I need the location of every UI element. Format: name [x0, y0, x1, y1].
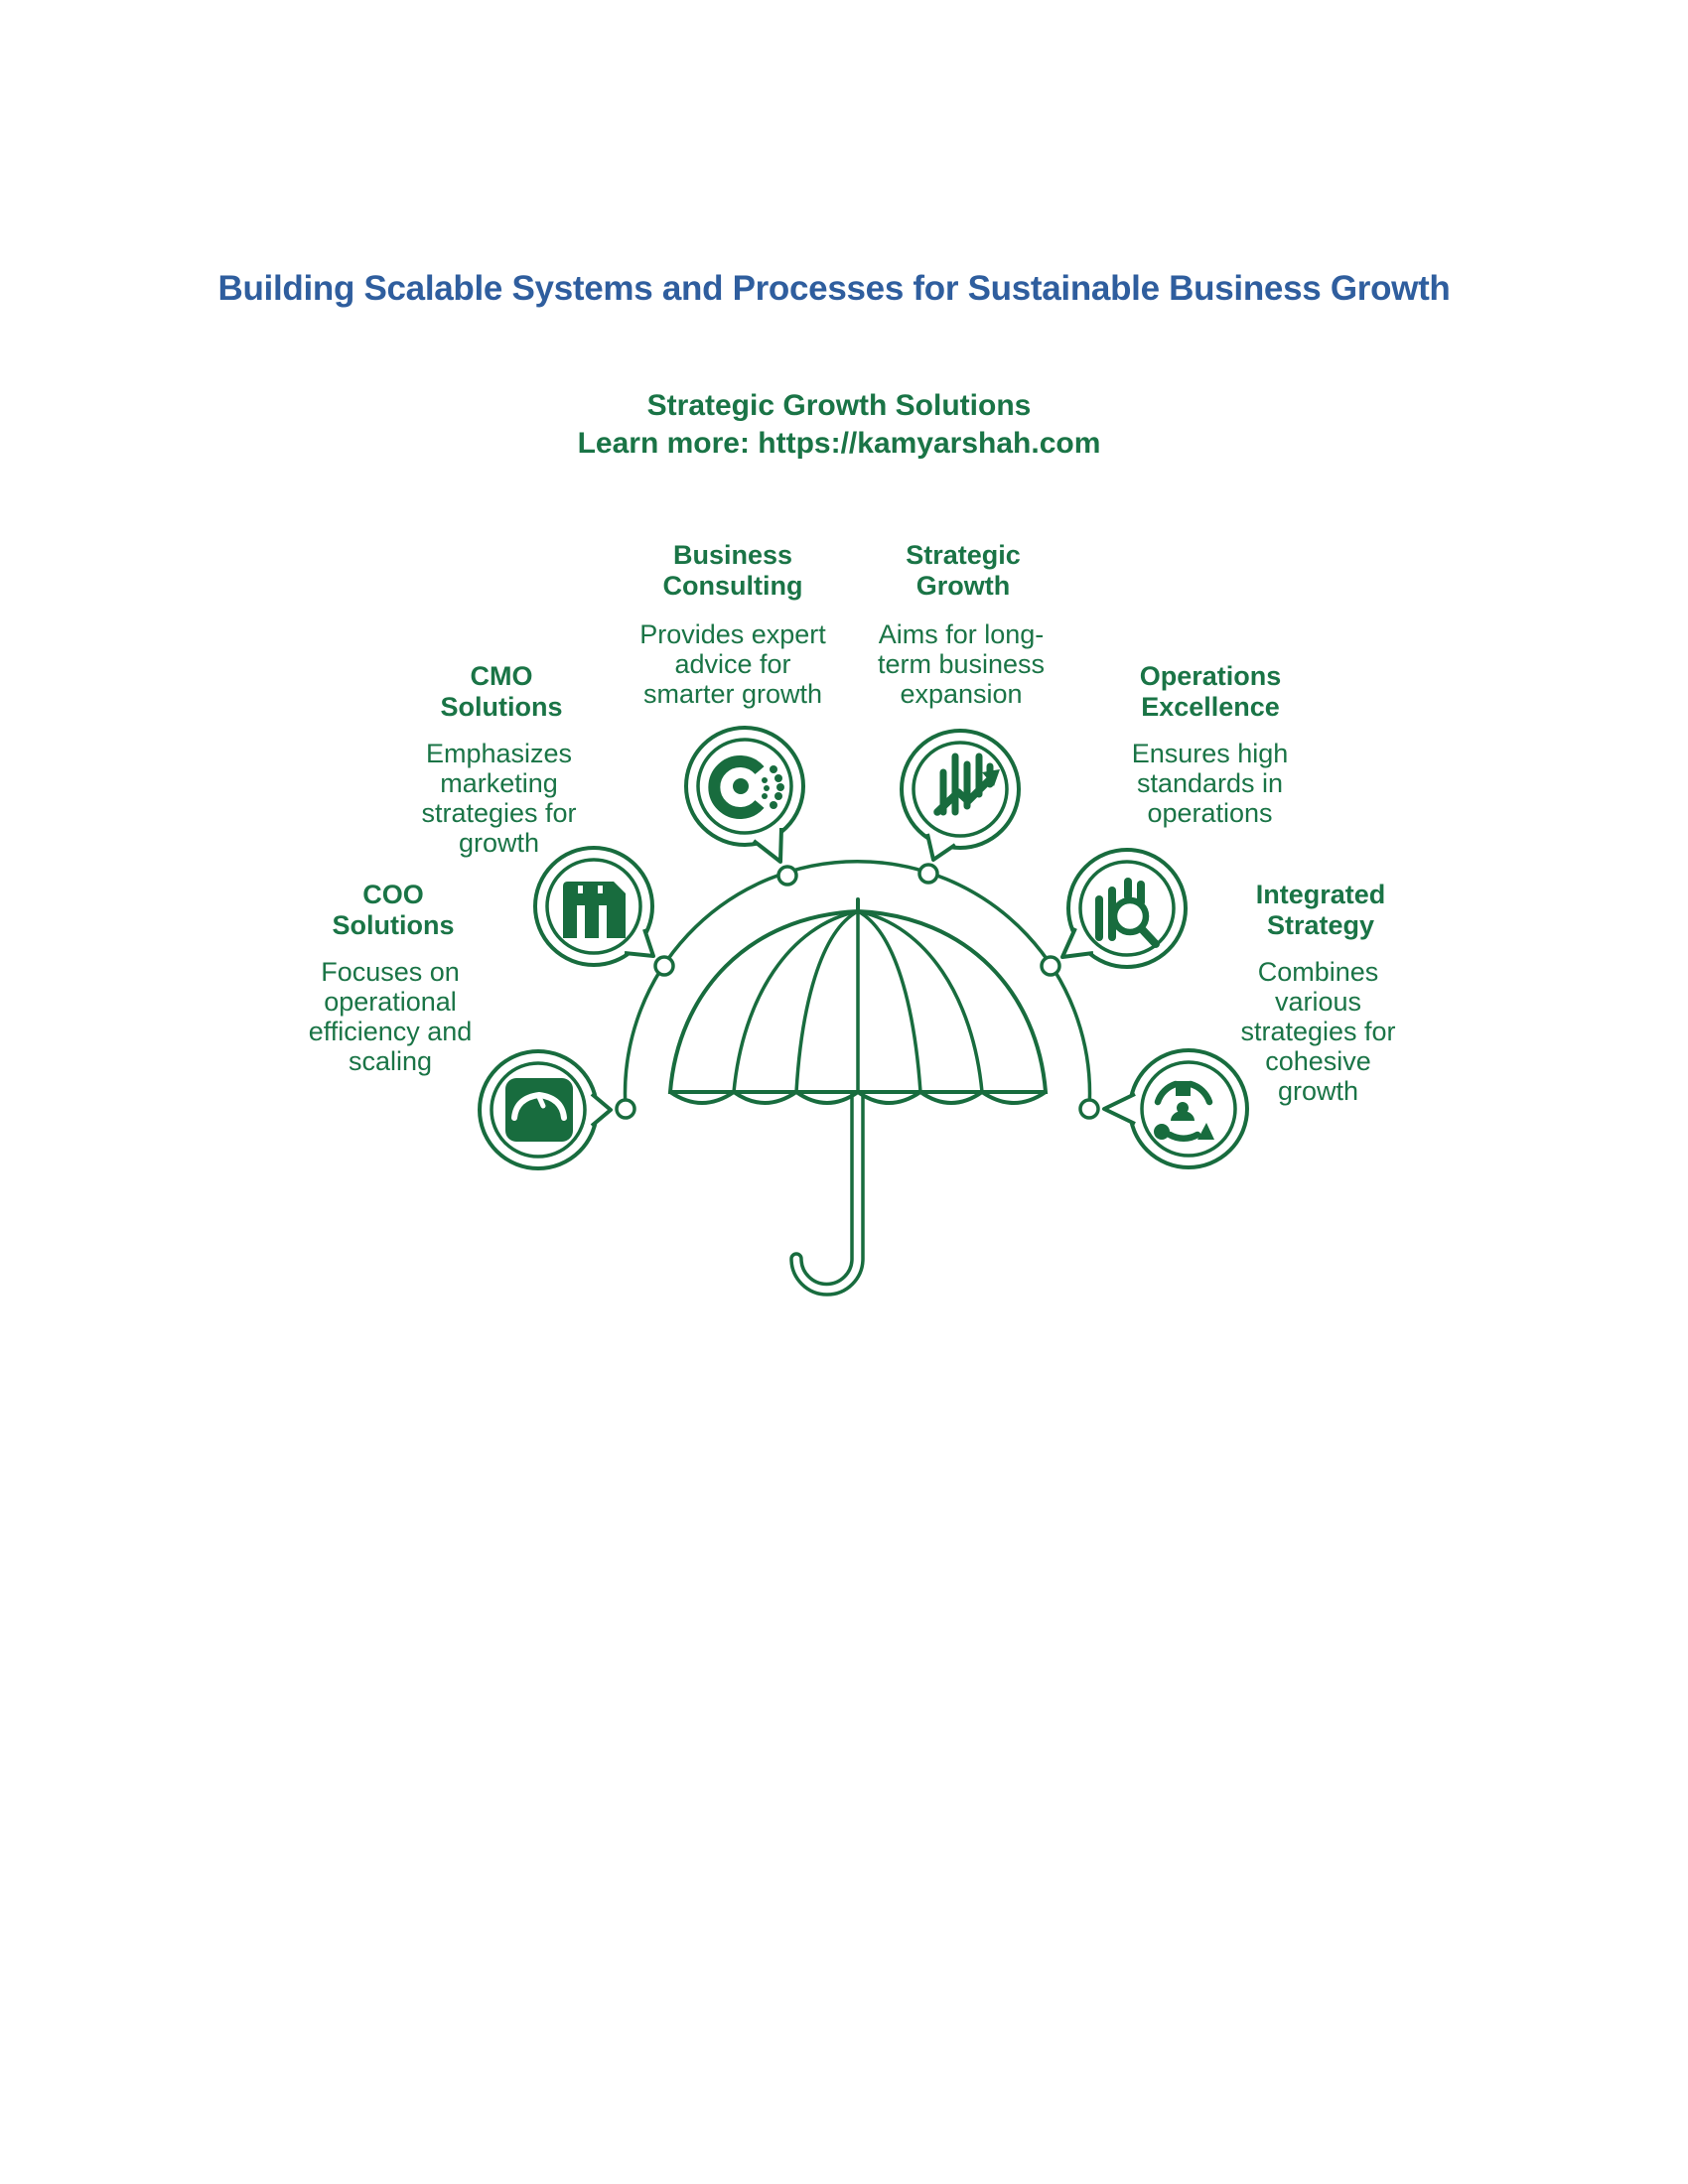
umbrella-icon — [667, 897, 1049, 1297]
node-desc-business-consulting: Provides expert advice for smarter growt… — [639, 619, 826, 709]
gauge-bubble-icon — [478, 1049, 613, 1170]
arc-node-dots — [615, 863, 1100, 1120]
node-title-integrated-strategy: Integrated Strategy — [1255, 880, 1386, 940]
subtitle: Strategic Growth Solutions Learn more: h… — [0, 387, 1678, 463]
subtitle-link-text: Learn more: https://kamyarshah.com — [577, 427, 1101, 460]
bar-chart-magnifier-bubble-icon — [1060, 848, 1188, 969]
node-title-coo-solutions: COO Solutions — [332, 880, 455, 940]
target-dots-bubble-icon — [684, 726, 805, 864]
node-title-strategic-growth: Strategic Growth — [906, 540, 1021, 601]
marketing-building-bubble-icon — [533, 846, 655, 967]
node-title-operations-excellence: Operations Excellence — [1139, 661, 1282, 722]
node-desc-cmo-solutions: Emphasizes marketing strategies for grow… — [421, 739, 577, 858]
node-desc-strategic-growth: Aims for long-term business expansion — [877, 619, 1046, 709]
growth-chart-arrow-bubble-icon — [900, 729, 1021, 862]
node-title-business-consulting: Business Consulting — [662, 540, 803, 601]
team-strategy-bubble-icon — [1102, 1048, 1249, 1169]
node-desc-operations-excellence: Ensures high standards in operations — [1131, 739, 1289, 828]
connector-arc — [623, 860, 1092, 1110]
node-title-cmo-solutions: CMO Solutions — [440, 661, 563, 722]
node-desc-integrated-strategy: Combines various strategies for cohesive… — [1240, 957, 1396, 1106]
node-desc-coo-solutions: Focuses on operational efficiency and sc… — [308, 957, 473, 1076]
subtitle-line1: Strategic Growth Solutions — [646, 389, 1032, 422]
page-title: Building Scalable Systems and Processes … — [217, 269, 1451, 308]
